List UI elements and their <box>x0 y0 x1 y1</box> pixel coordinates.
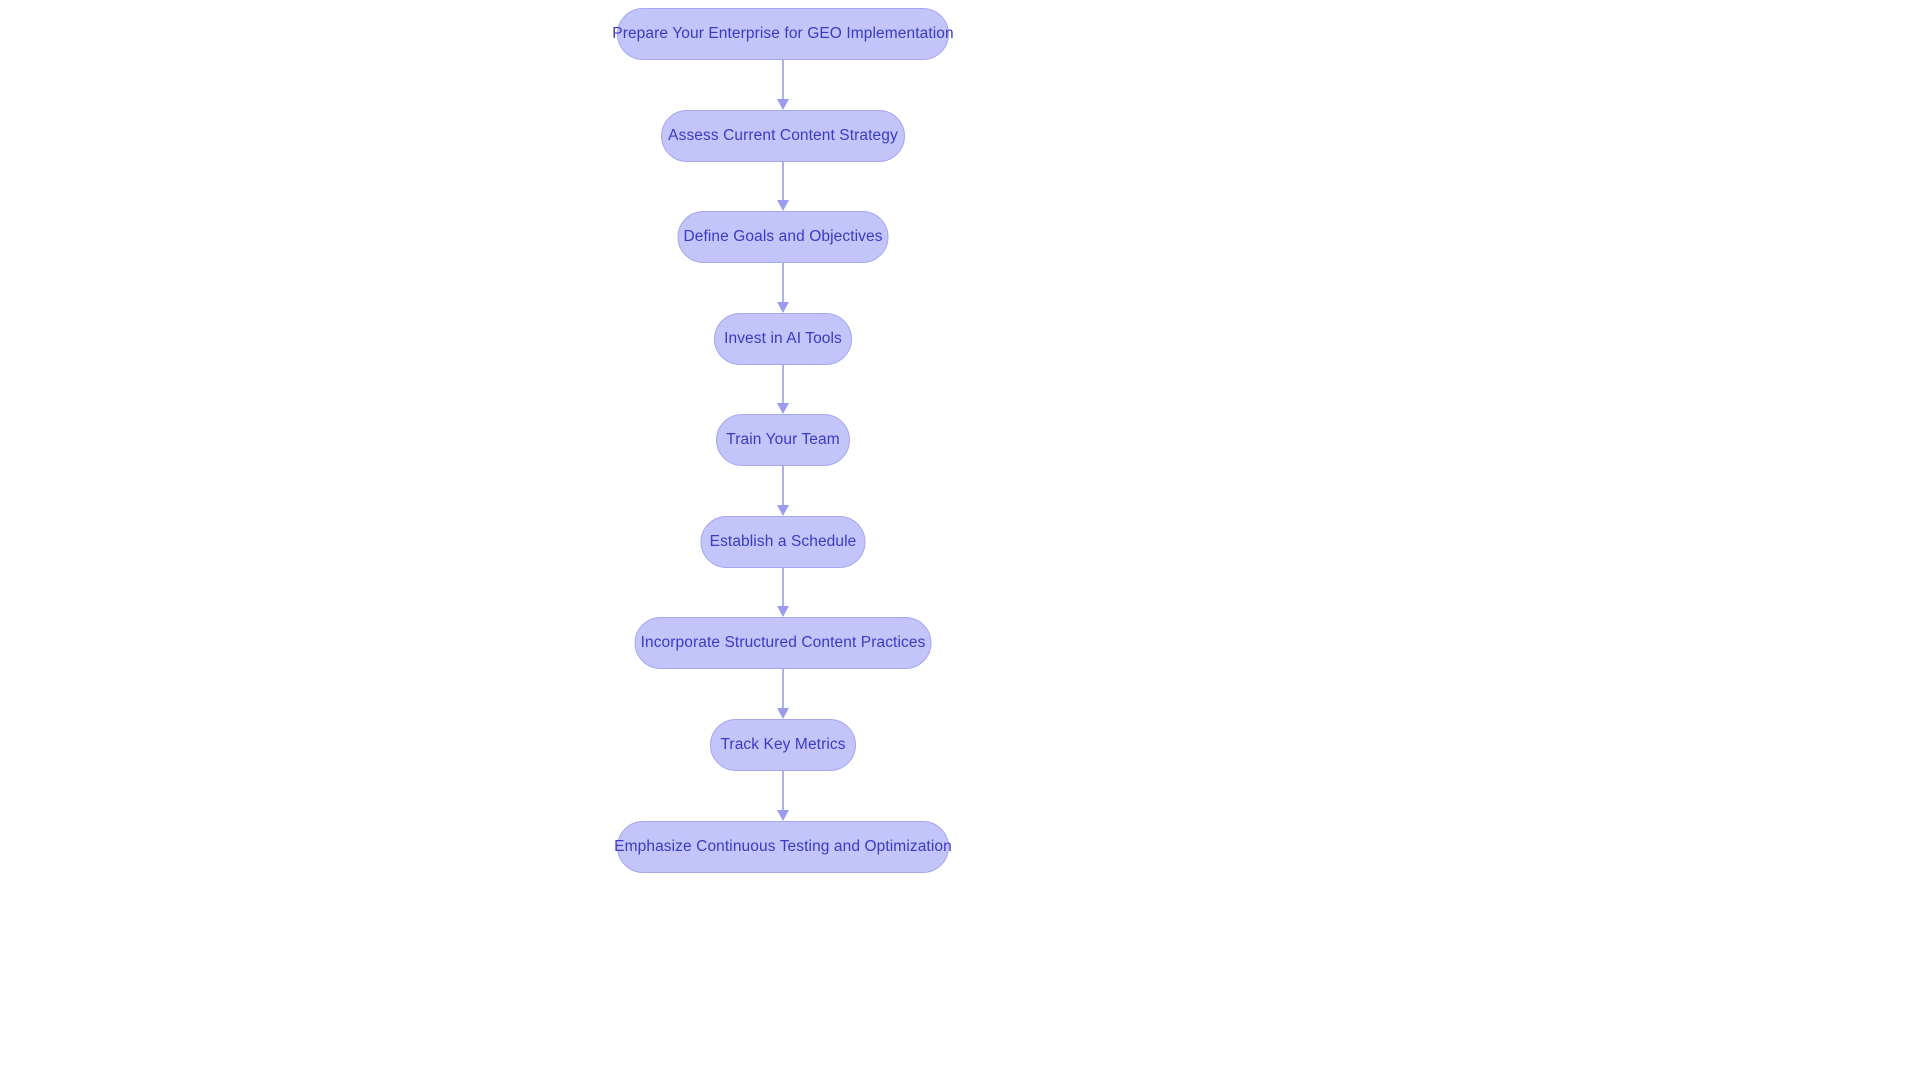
arrowhead-icon <box>777 606 789 617</box>
arrowhead-icon <box>777 99 789 110</box>
flow-node-n4[interactable]: Invest in AI Tools <box>714 313 852 365</box>
flow-node-label: Invest in AI Tools <box>724 330 842 348</box>
flow-node-label: Establish a Schedule <box>709 533 857 551</box>
arrowhead-icon <box>777 708 789 719</box>
flow-node-n6[interactable]: Establish a Schedule <box>700 516 866 568</box>
flow-connector <box>777 771 789 821</box>
flow-node-n8[interactable]: Track Key Metrics <box>710 719 856 771</box>
flow-connector <box>777 162 789 211</box>
arrowhead-icon <box>777 505 789 516</box>
arrowhead-icon <box>777 810 789 821</box>
flow-node-n7[interactable]: Incorporate Structured Content Practices <box>634 617 932 669</box>
flow-connector <box>777 466 789 516</box>
flow-node-n2[interactable]: Assess Current Content Strategy <box>661 110 905 162</box>
flow-connector <box>777 263 789 313</box>
flow-node-label: Incorporate Structured Content Practices <box>640 634 926 652</box>
flow-node-label: Prepare Your Enterprise for GEO Implemen… <box>612 25 954 43</box>
arrowhead-icon <box>777 302 789 313</box>
flow-node-label: Track Key Metrics <box>720 736 846 754</box>
flow-connector <box>777 669 789 719</box>
flow-node-label: Train Your Team <box>726 431 840 449</box>
flow-node-label: Assess Current Content Strategy <box>668 127 898 145</box>
flow-connector <box>777 365 789 414</box>
flow-node-label: Emphasize Continuous Testing and Optimiz… <box>614 838 952 856</box>
flow-connector <box>777 568 789 617</box>
flow-node-n9[interactable]: Emphasize Continuous Testing and Optimiz… <box>614 821 952 873</box>
arrowhead-icon <box>777 403 789 414</box>
flow-node-n5[interactable]: Train Your Team <box>716 414 850 466</box>
flow-connector <box>777 60 789 110</box>
arrowhead-icon <box>777 200 789 211</box>
flow-node-n3[interactable]: Define Goals and Objectives <box>677 211 889 263</box>
flow-node-label: Define Goals and Objectives <box>683 228 883 246</box>
flow-node-n1[interactable]: Prepare Your Enterprise for GEO Implemen… <box>612 8 954 60</box>
